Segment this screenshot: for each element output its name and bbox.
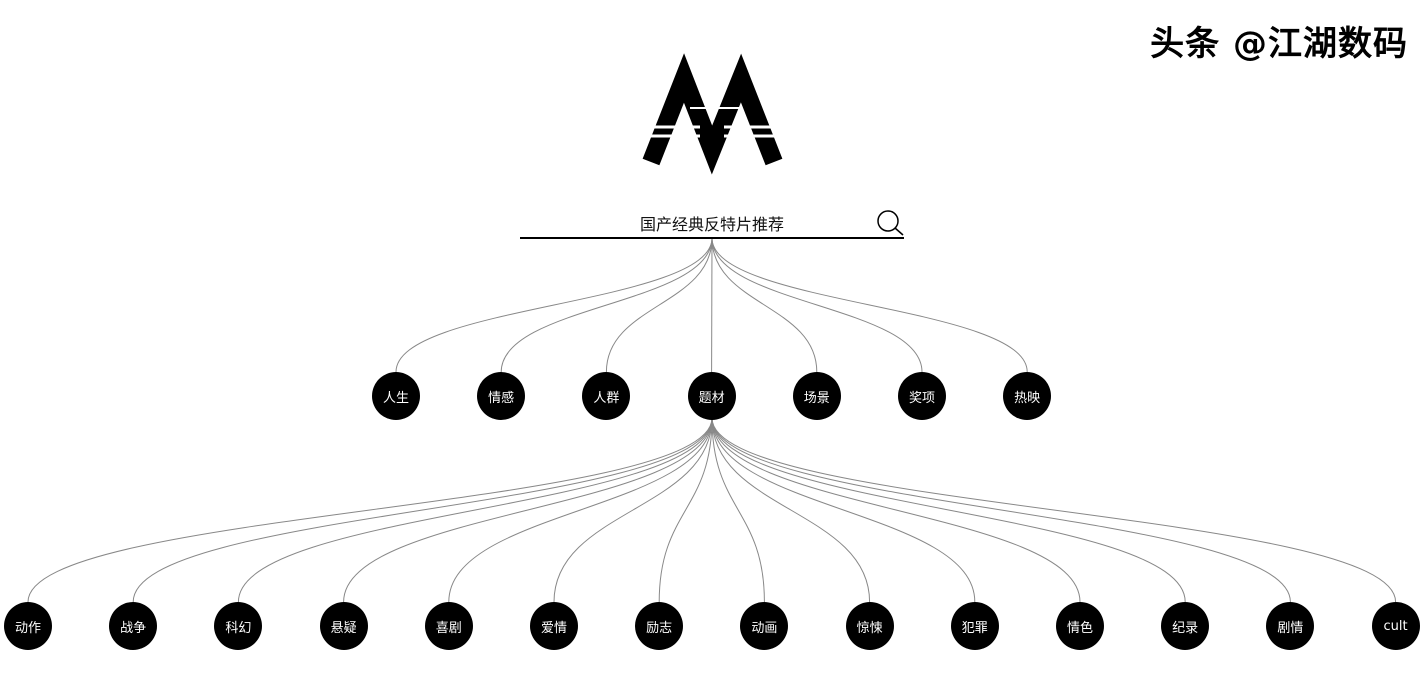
tree-link	[711, 417, 871, 603]
tree-link	[711, 417, 1397, 603]
logo	[640, 53, 790, 175]
tree-link	[711, 417, 1186, 603]
tree-link	[711, 417, 1291, 603]
tree-node[interactable]: 动作	[4, 602, 52, 650]
tree-node[interactable]: 科幻	[214, 602, 263, 650]
tree-link	[711, 237, 1028, 373]
tree-link	[395, 237, 713, 373]
watermark: 头条 @江湖数码	[1150, 24, 1408, 64]
tree-node[interactable]: 喜剧	[424, 602, 473, 650]
tree-link	[237, 417, 713, 603]
tree-node[interactable]: 纪录	[1161, 602, 1210, 650]
tree-node[interactable]: 惊悚	[845, 602, 894, 650]
tree-links	[27, 237, 1397, 603]
search-bar[interactable]: 国产经典反特片推荐	[520, 205, 904, 239]
tree-node[interactable]: 情感	[477, 372, 526, 420]
tree-link	[605, 237, 713, 373]
tree-link	[343, 417, 713, 603]
tree-node[interactable]: 场景	[792, 372, 841, 420]
search-icon[interactable]	[876, 209, 904, 237]
tree-node[interactable]: 战争	[109, 602, 158, 650]
tree-node[interactable]: 人生	[372, 372, 420, 420]
tree-link	[448, 417, 713, 603]
tree-node[interactable]: 剧情	[1266, 602, 1315, 650]
tree-link	[711, 237, 818, 373]
tree-link	[658, 417, 713, 603]
tree-node[interactable]: 情色	[1056, 602, 1104, 650]
tree-link	[711, 417, 765, 603]
tree-node[interactable]: 题材	[687, 372, 736, 420]
tree-node[interactable]: 热映	[1003, 372, 1052, 420]
tree-link	[711, 417, 976, 603]
tree-link	[553, 417, 713, 603]
tree-node[interactable]: 奖项	[898, 372, 946, 420]
tree-node[interactable]: cult	[1371, 602, 1420, 650]
tree-node[interactable]: 励志	[635, 602, 684, 650]
tree-node[interactable]: 犯罪	[950, 602, 999, 650]
tree-link	[711, 237, 923, 373]
tree-node[interactable]: 人群	[582, 372, 631, 420]
tree-node[interactable]: 爱情	[530, 602, 578, 650]
tree-node[interactable]: 动画	[740, 602, 789, 650]
tree-link	[27, 417, 713, 603]
tree-link	[500, 237, 713, 373]
search-input[interactable]: 国产经典反特片推荐	[639, 215, 784, 234]
tree-node[interactable]: 悬疑	[319, 602, 368, 650]
tree-link	[711, 417, 1081, 603]
tree-link	[132, 417, 713, 603]
